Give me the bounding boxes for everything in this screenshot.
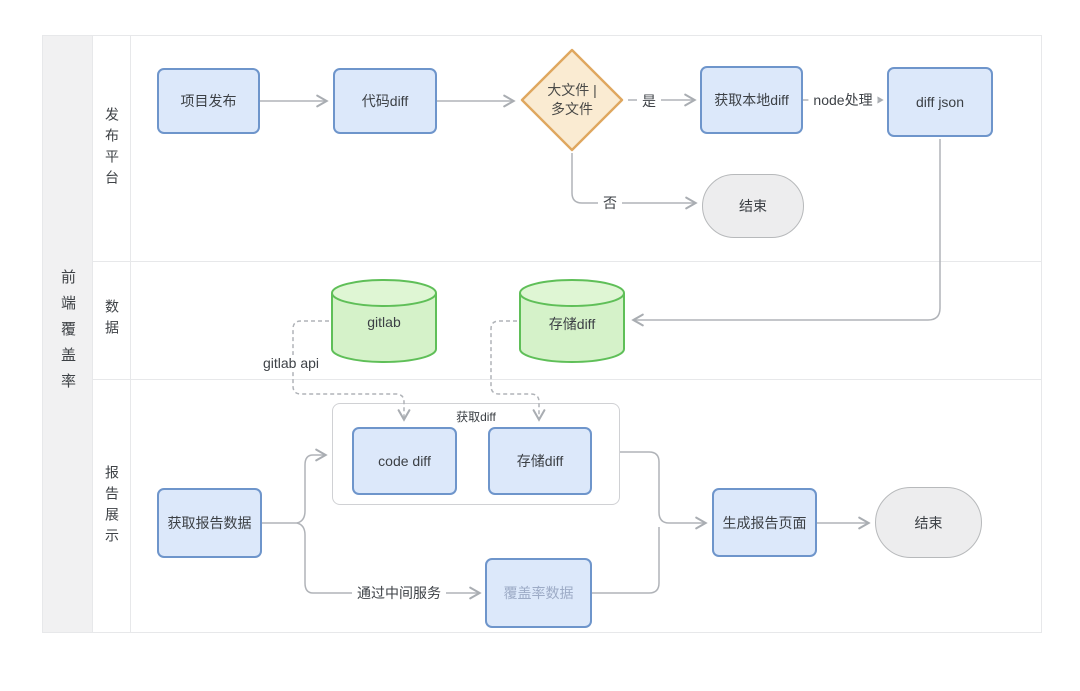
edge-label-gitlab-api: gitlab api: [257, 355, 325, 371]
store-diff-database-label: 存储diff: [548, 316, 596, 332]
node-decision-big-or-many-files: 大文件 | 多文件: [519, 47, 625, 153]
node-code-diff: 代码diff: [333, 68, 437, 134]
lane-divider-2: [93, 379, 1041, 380]
node-generate-report-page: 生成报告页面: [712, 488, 817, 557]
lane-publish-platform: 发布平台: [104, 106, 120, 191]
edge-label-no: 否: [598, 193, 622, 213]
node-end-publish: 结束: [702, 174, 804, 238]
node-get-local-diff: 获取本地diff: [700, 66, 803, 134]
lane-data: 数据: [104, 299, 120, 341]
node-end-report: 结束: [875, 487, 982, 558]
edge-label-yes: 是: [637, 91, 661, 111]
group-title: 前端覆盖率: [59, 269, 76, 399]
lane-label-column: [93, 36, 131, 632]
get-diff-group-label: 获取diff: [456, 410, 496, 424]
lane-report-display: 报告展示: [104, 464, 120, 549]
node-gitlab-database: gitlab: [330, 278, 438, 364]
decision-line1: 大文件 |: [547, 82, 597, 98]
decision-line2: 多文件: [551, 101, 593, 117]
node-coverage-data: 覆盖率数据: [485, 558, 592, 628]
decision-diamond-shape: [520, 48, 624, 152]
node-store-diff-database: 存储diff: [518, 278, 626, 364]
node-store-diff-report: 存储diff: [488, 427, 592, 495]
store-diff-cylinder-shape: [519, 279, 625, 363]
node-project-release: 项目发布: [157, 68, 260, 134]
node-code-diff-report: code diff: [352, 427, 457, 495]
edge-label-via-middle-service: 通过中间服务: [352, 583, 446, 603]
node-get-report-data: 获取报告数据: [157, 488, 262, 558]
swimlane-group-column: 前端覆盖率: [43, 36, 93, 632]
gitlab-database-label: gitlab: [367, 314, 401, 330]
node-diff-json: diff json: [887, 67, 993, 137]
edge-label-node-process: node处理: [808, 90, 878, 110]
lane-divider-1: [93, 261, 1041, 262]
